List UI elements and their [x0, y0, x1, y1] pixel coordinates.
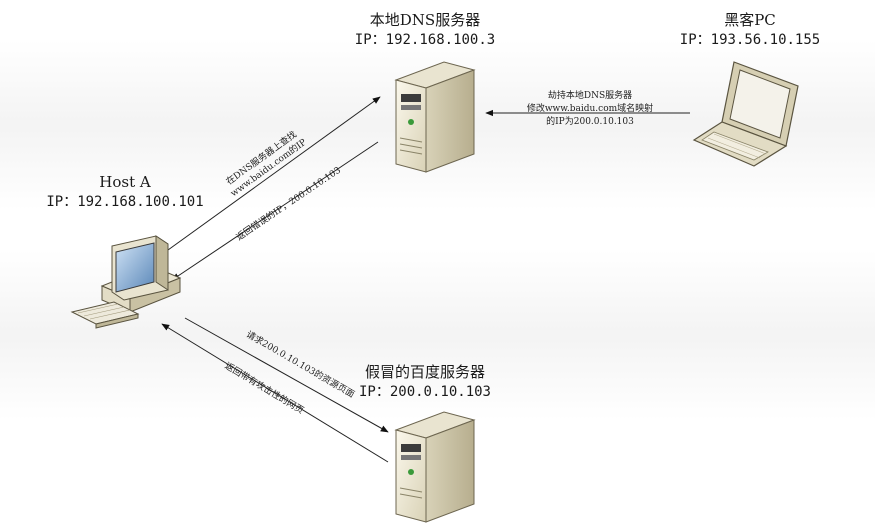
- edge-query-dns: [167, 96, 381, 251]
- local-dns-name: 本地DNS服务器: [369, 11, 481, 29]
- edge-request-resource: [184, 317, 389, 433]
- hacker-laptop-icon: [692, 61, 799, 167]
- local-dns-label: 本地DNS服务器 IP：192.168.100.3: [330, 10, 520, 50]
- host-a-computer-icon: [70, 235, 182, 329]
- return-malicious-label: 返回带有攻击性的网页: [223, 360, 306, 417]
- hijack-label-line3: 的IP为200.0.10.103: [546, 115, 634, 127]
- hacker-pc-name: 黑客PC: [724, 11, 776, 29]
- hijack-label-line2: 修改www.baidu.com域名映射: [527, 102, 653, 114]
- hacker-pc-ip: IP：193.56.10.155: [679, 32, 821, 48]
- fake-baidu-server-icon: [394, 411, 476, 523]
- host-a-label: Host A IP：192.168.100.101: [30, 172, 220, 212]
- fake-baidu-label: 假冒的百度服务器 IP：200.0.10.103: [330, 362, 520, 402]
- hijack-label-group: 劫持本地DNS服务器 修改www.baidu.com域名映射 的IP为200.0…: [527, 89, 653, 127]
- local-dns-server-icon: [394, 61, 476, 173]
- edge-reply-wrong-ip: [171, 141, 379, 281]
- host-a-name: Host A: [99, 173, 151, 191]
- query-label-group: 在DNS服务器上查找 www.baidu.com的IP: [224, 128, 309, 199]
- local-dns-ip: IP：192.168.100.3: [354, 32, 496, 48]
- fake-baidu-name: 假冒的百度服务器: [364, 363, 485, 381]
- host-a-ip: IP：192.168.100.101: [46, 194, 204, 210]
- return-label-group: 返回带有攻击性的网页: [223, 360, 306, 417]
- hijack-label-line1: 劫持本地DNS服务器: [548, 89, 632, 101]
- edge-return-malicious: [161, 323, 389, 463]
- hacker-pc-label: 黑客PC IP：193.56.10.155: [655, 10, 845, 50]
- fake-baidu-ip: IP：200.0.10.103: [358, 384, 491, 400]
